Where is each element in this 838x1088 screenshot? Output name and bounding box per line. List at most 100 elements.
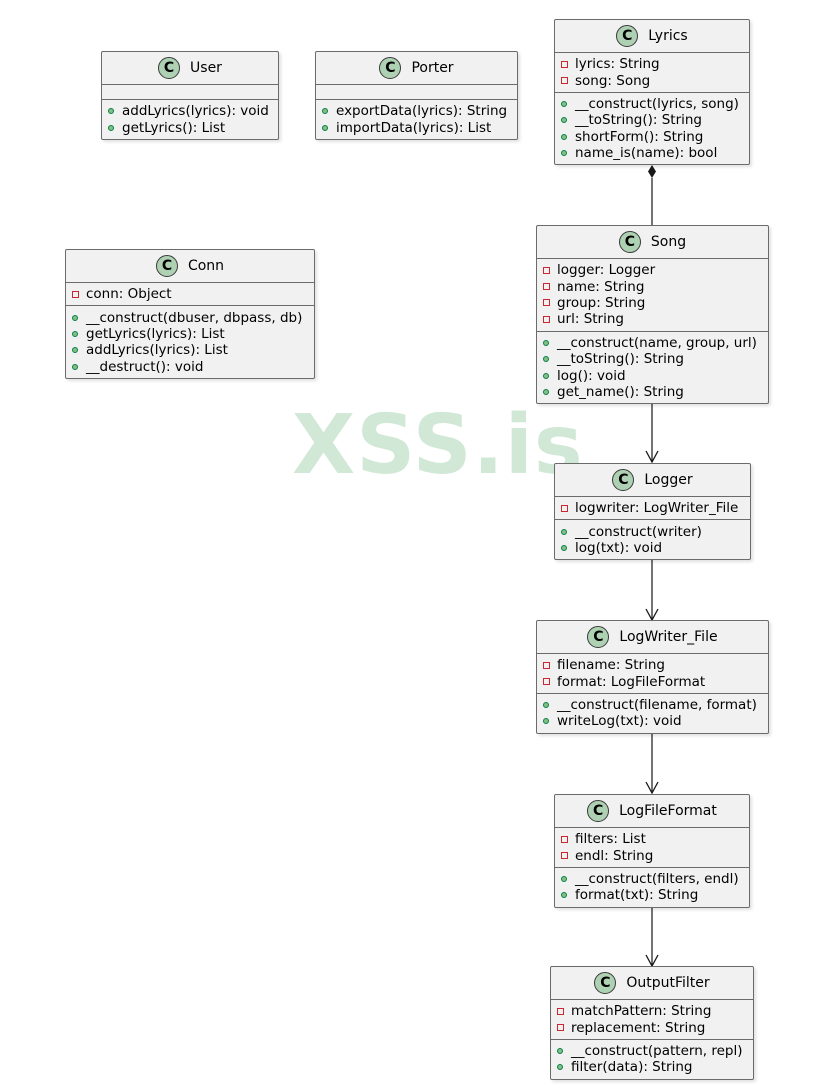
private-visibility-icon [561, 504, 575, 512]
method-text: __destruct(): void [86, 358, 204, 375]
public-visibility-icon [561, 875, 575, 882]
class-name: OutputFilter [626, 975, 710, 991]
attributes-section: logwriter: LogWriter_File [555, 497, 750, 521]
method-row: __construct(name, group, url) [543, 335, 768, 351]
public-visibility-icon [543, 701, 557, 708]
method-row: getLyrics(lyrics): List [72, 326, 314, 342]
edge-song-logger [645, 403, 659, 464]
class-stereotype-icon: C [379, 57, 402, 79]
attribute-row: format: LogFileFormat [543, 673, 768, 690]
attribute-text: filters: List [575, 831, 646, 848]
method-text: __toString(): String [575, 112, 703, 129]
methods-section: __construct(lyrics, song)__toString(): S… [555, 93, 749, 165]
attribute-text: conn: Object [86, 286, 172, 303]
method-text: format(txt): String [575, 887, 699, 904]
class-stereotype-icon: C [587, 800, 610, 822]
method-text: __toString(): String [557, 351, 685, 368]
methods-section: __construct(dbuser, dbpass, db)getLyrics… [66, 306, 314, 378]
private-visibility-icon [543, 299, 557, 307]
private-visibility-icon [72, 290, 86, 298]
class-stereotype-icon: C [155, 255, 178, 277]
attribute-text: matchPattern: String [571, 1003, 712, 1020]
attribute-row: song: Song [561, 72, 749, 89]
class-conn[interactable]: C Conn conn: Object __construct(dbuser, dbp… [65, 249, 315, 379]
method-row: writeLog(txt): void [543, 713, 768, 729]
public-visibility-icon [561, 892, 575, 899]
public-visibility-icon [108, 108, 122, 115]
method-text: importData(lyrics): List [336, 119, 492, 136]
attributes-section [102, 85, 278, 100]
method-text: __construct(dbuser, dbpass, db) [86, 309, 303, 326]
arrow-head-icon [645, 954, 659, 968]
attribute-row: conn: Object [72, 286, 314, 302]
method-text: exportData(lyrics): String [336, 103, 508, 120]
public-visibility-icon [561, 133, 575, 140]
method-row: addLyrics(lyrics): List [72, 342, 314, 358]
method-row: getLyrics(): List [108, 119, 278, 136]
attribute-text: replacement: String [571, 1019, 706, 1036]
attribute-row: lyrics: String [561, 56, 749, 72]
methods-section: __construct(filters, endl)format(txt): S… [555, 868, 749, 907]
method-row: exportData(lyrics): String [322, 103, 517, 119]
methods-section: __construct(pattern, repl)filter(data): … [551, 1040, 753, 1079]
class-stereotype-icon: C [618, 231, 641, 253]
method-row: name_is(name): bool [561, 145, 749, 161]
attribute-text: format: LogFileFormat [557, 673, 706, 690]
attribute-text: lyrics: String [575, 56, 660, 73]
private-visibility-icon [543, 315, 557, 323]
public-visibility-icon [322, 108, 336, 115]
attribute-row: endl: String [561, 847, 749, 864]
public-visibility-icon [543, 356, 557, 363]
public-visibility-icon [72, 363, 86, 370]
public-visibility-icon [543, 388, 557, 395]
attribute-text: logwriter: LogWriter_File [575, 500, 739, 517]
method-row: addLyrics(lyrics): void [108, 103, 278, 119]
arrow-head-icon [645, 608, 659, 622]
method-text: getLyrics(lyrics): List [86, 325, 225, 342]
class-header: C Conn [66, 250, 314, 283]
attribute-row: group: String [543, 295, 768, 311]
method-row: __toString(): String [561, 112, 749, 128]
method-row: shortForm(): String [561, 129, 749, 145]
method-row: __construct(dbuser, dbpass, db) [72, 309, 314, 326]
methods-section: __construct(name, group, url)__toString(… [537, 332, 768, 404]
public-visibility-icon [557, 1064, 571, 1071]
method-text: __construct(filters, endl) [575, 870, 739, 887]
method-row: get_name(): String [543, 384, 768, 400]
arrow-head-icon [645, 450, 659, 464]
arrow-head-icon [645, 781, 659, 795]
private-visibility-icon [561, 60, 575, 68]
public-visibility-icon [561, 150, 575, 157]
private-visibility-icon [561, 77, 575, 85]
method-row: __construct(filters, endl) [561, 871, 749, 887]
method-text: shortForm(): String [575, 128, 704, 145]
public-visibility-icon [72, 314, 86, 321]
class-stereotype-icon: C [616, 25, 639, 47]
method-text: addLyrics(lyrics): void [122, 103, 269, 120]
class-name: Conn [187, 258, 225, 274]
public-visibility-icon [543, 372, 557, 379]
edge-lyrics-song [648, 165, 656, 226]
attribute-row: filters: List [561, 831, 749, 847]
method-text: log(): void [557, 367, 626, 384]
attribute-text: url: String [557, 311, 624, 328]
attribute-text: endl: String [575, 847, 654, 864]
